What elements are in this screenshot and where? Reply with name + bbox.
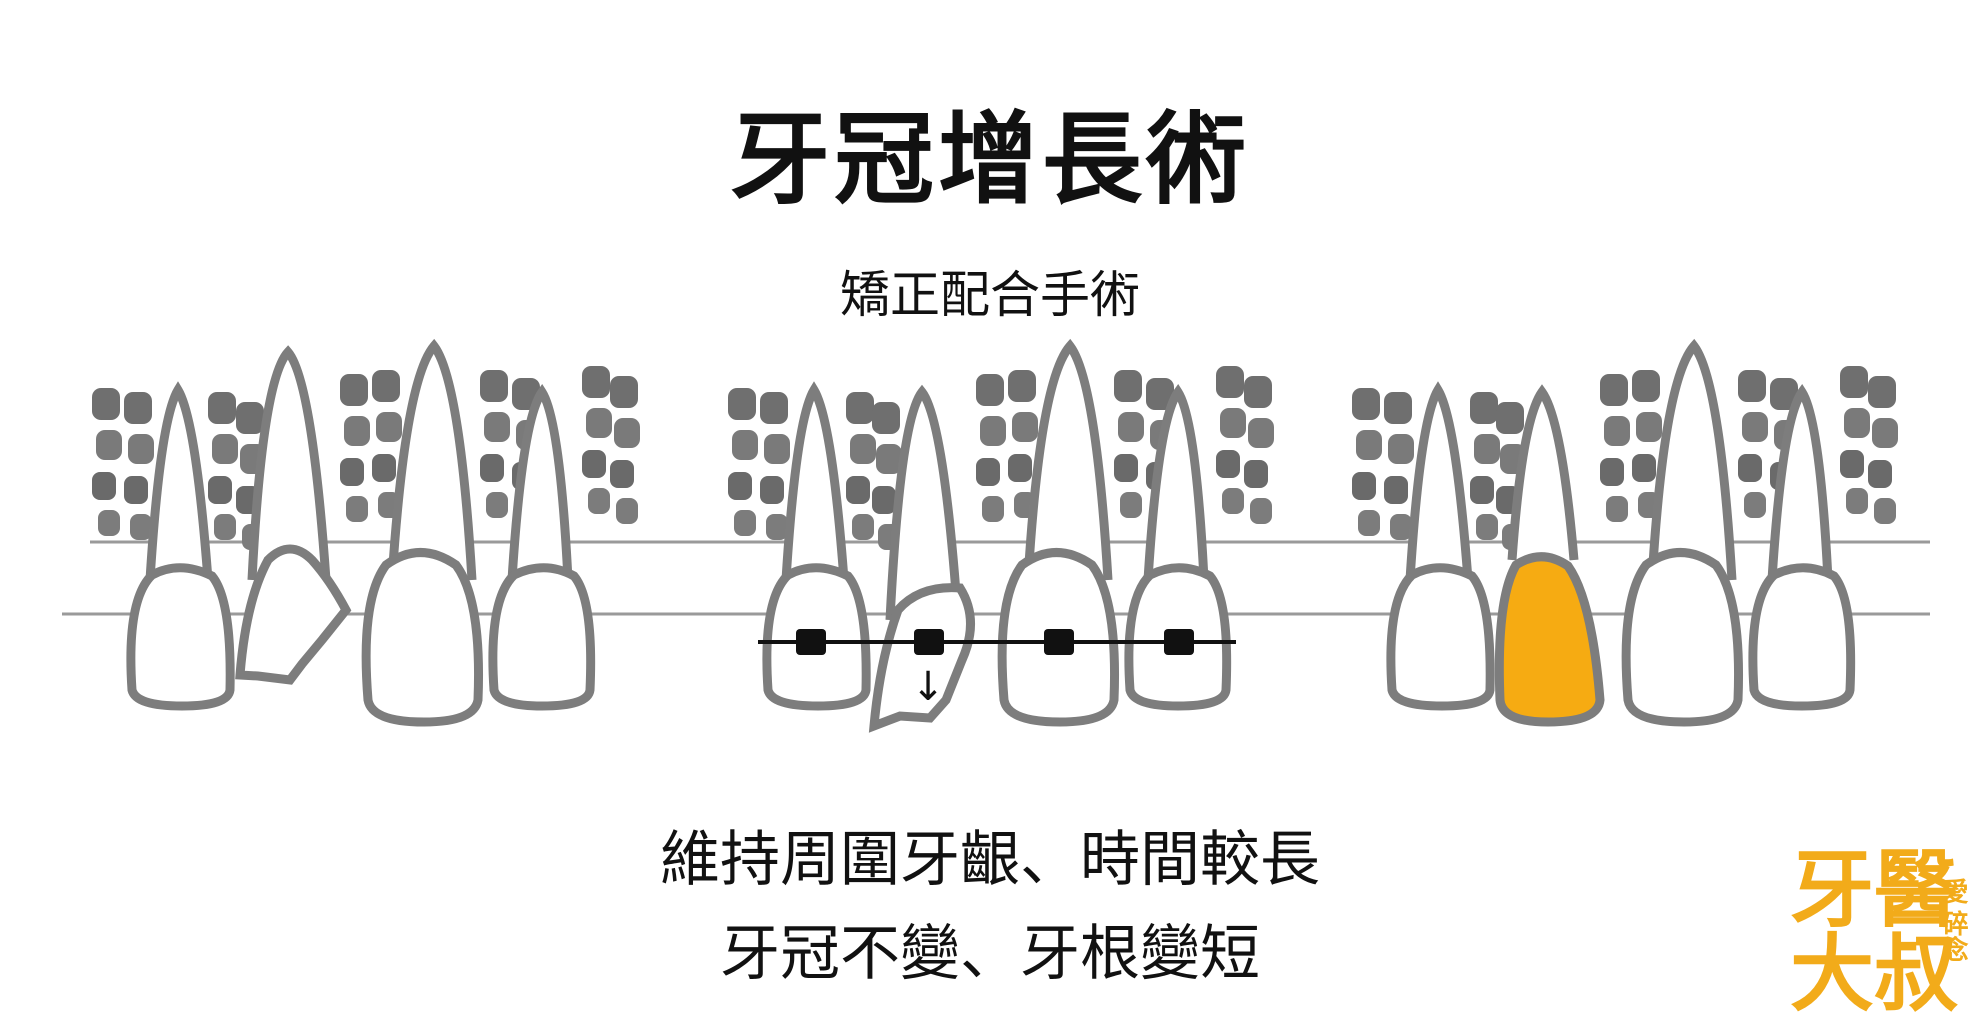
restored-crown: [1494, 552, 1605, 727]
caption-line-1: 維持周圍牙齦、時間較長: [660, 825, 1320, 895]
caption-line-2: 牙冠不變、牙根變短: [720, 919, 1260, 989]
bracket: [914, 629, 944, 655]
logo-small-1: 愛: [1938, 878, 1968, 904]
panel-before: [92, 338, 640, 727]
brand-logo: 牙醫 大叔 愛 碎念: [1790, 830, 1970, 1020]
bracket: [1044, 629, 1074, 655]
panel-after: [1352, 338, 1898, 727]
panel-orthodontic-extrusion: ↓: [728, 338, 1274, 733]
bracket: [1164, 629, 1194, 655]
logo-small-2: 碎念: [1938, 910, 1968, 962]
extrusion-arrow: ↓: [911, 664, 945, 710]
page-subtitle: 矯正配合手術: [840, 266, 1140, 324]
bracket: [796, 629, 826, 655]
logo-text-2: 大叔: [1790, 925, 1959, 1023]
logo-text-1: 牙醫: [1790, 841, 1959, 939]
page-title: 牙冠增長術: [730, 101, 1250, 218]
